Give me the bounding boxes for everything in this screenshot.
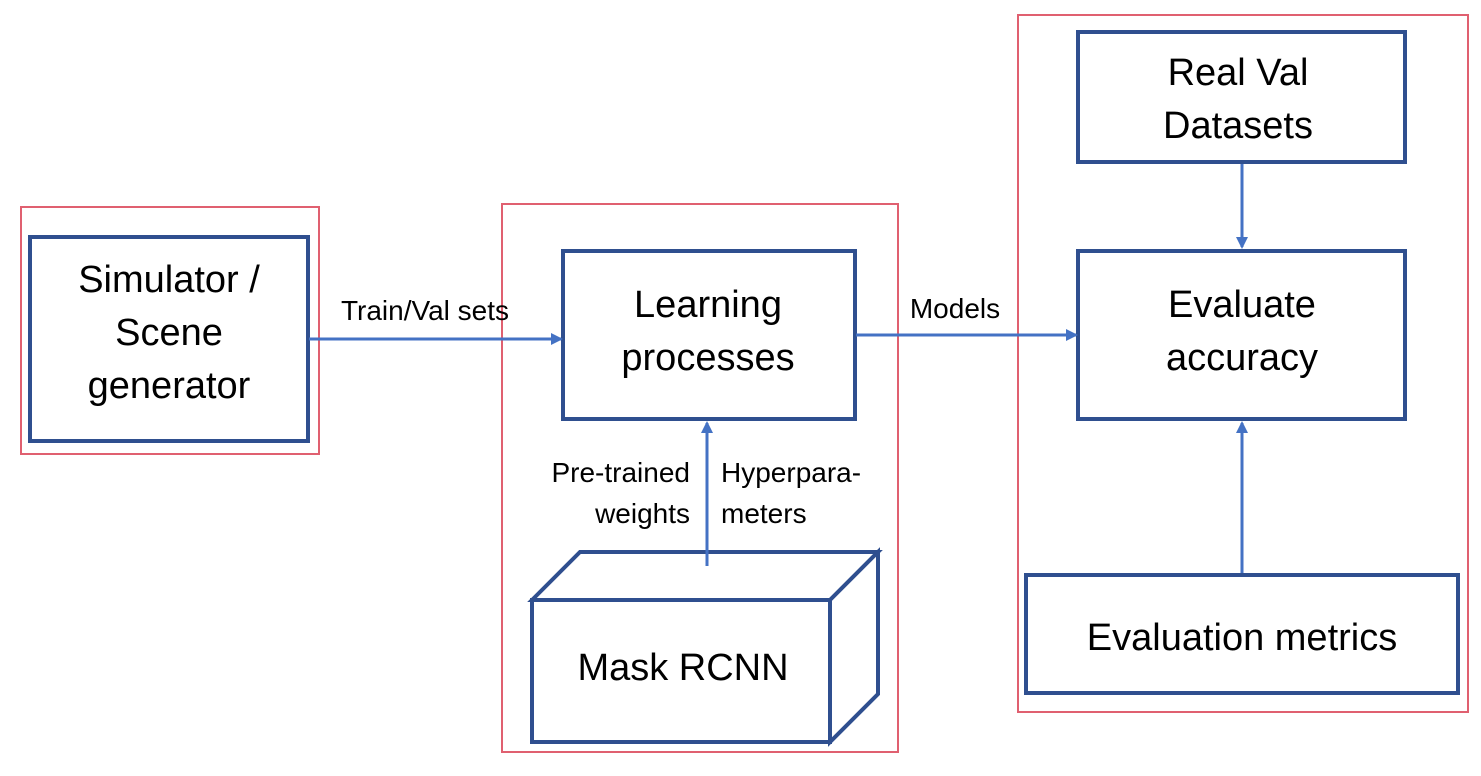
models-label: Models — [910, 293, 1000, 324]
learning-label-2: processes — [621, 337, 794, 379]
simulator-label-2: Scene — [115, 312, 223, 354]
metrics-label: Evaluation metrics — [1087, 617, 1397, 659]
real-val-box — [1076, 30, 1407, 164]
metrics-box — [1024, 573, 1460, 695]
real-val-label-1: Real Val — [1168, 52, 1309, 94]
evaluate-label-1: Evaluate — [1168, 284, 1316, 326]
group-simulator — [20, 206, 320, 455]
mask-rcnn-cube — [527, 547, 883, 747]
simulator-label-3: generator — [88, 365, 251, 407]
evaluate-box — [1076, 249, 1407, 421]
pretrained-label-1: Pre-trained — [551, 457, 690, 488]
learning-box — [561, 249, 857, 421]
group-evaluation — [1017, 14, 1469, 713]
group-learning — [501, 203, 899, 753]
train-val-label: Train/Val sets — [341, 295, 509, 326]
evaluate-label-2: accuracy — [1166, 337, 1318, 379]
pretrained-label-2: weights — [594, 498, 690, 529]
hyper-label-1: Hyperpara- — [721, 457, 861, 488]
mask-rcnn-label: Mask RCNN — [577, 647, 788, 689]
simulator-label-1: Simulator / — [78, 259, 260, 301]
hyper-label-2: meters — [721, 498, 807, 529]
real-val-label-2: Datasets — [1163, 105, 1313, 147]
learning-label-1: Learning — [634, 284, 782, 326]
simulator-box — [28, 235, 310, 443]
